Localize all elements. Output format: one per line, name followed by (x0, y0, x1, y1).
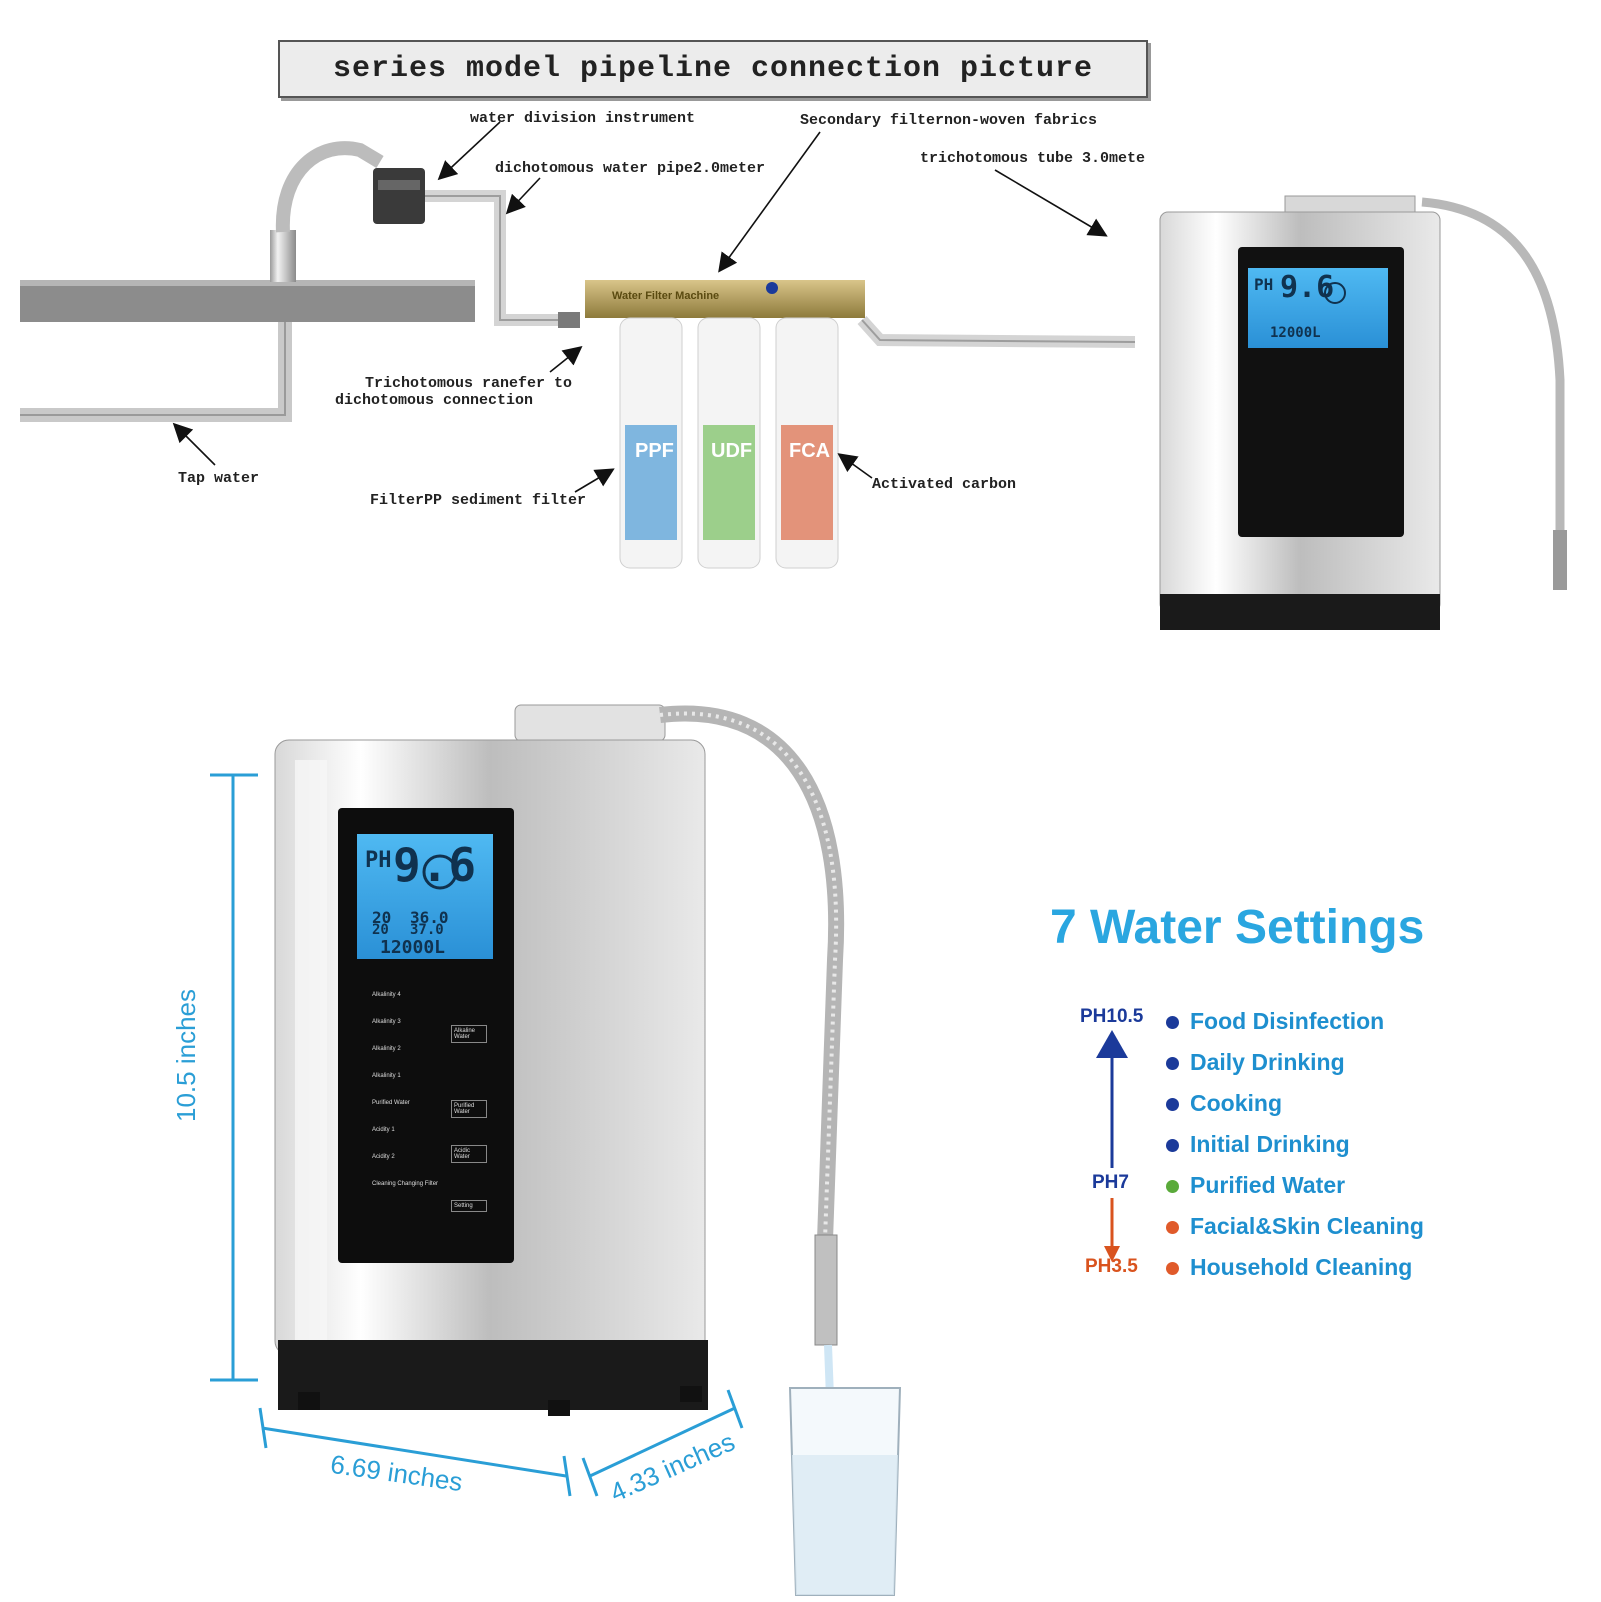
setting-dot (1166, 1139, 1179, 1152)
setting-dot (1166, 1262, 1179, 1275)
ionizer-small (1159, 195, 1567, 630)
side-button-alkaline[interactable]: Alkaline Water (451, 1025, 487, 1043)
lcd-temp: 20 (372, 908, 392, 927)
small-lcd-ph-value: 9.6 (1280, 270, 1335, 305)
lcd-ph-label: PH (365, 848, 392, 873)
settings-title: 7 Water Settings (1050, 901, 1425, 954)
trichotomous-tube (857, 315, 1136, 348)
menu-item[interactable]: Alkalinity 4 (372, 992, 401, 998)
setting-dot (1166, 1057, 1179, 1070)
setting-item: Household Cleaning (1190, 1254, 1413, 1280)
label-transfer-line1: Trichotomous ranefer to (365, 375, 573, 392)
setting-dot (1166, 1098, 1179, 1111)
setting-item: Daily Drinking (1190, 1049, 1345, 1075)
dimension-lines (210, 773, 744, 1497)
label-secondary-filter: Secondary filternon-woven fabrics (800, 112, 1098, 129)
ph-scale-arrows (1096, 1030, 1128, 1262)
label-activated-carbon: Activated carbon (872, 476, 1017, 493)
small-lcd-liters: 12000L (1270, 325, 1321, 341)
filter-brand-plate: Water Filter Machine (612, 290, 720, 302)
setting-item: Purified Water (1190, 1172, 1346, 1198)
device-menu: Alkalinity 4 Alkalinity 3 Alkalinity 2 A… (372, 992, 442, 1208)
side-button-setting[interactable]: Setting (451, 1200, 487, 1212)
faucet-hose (659, 705, 845, 1241)
cartridge-label-udf: UDF (711, 440, 753, 462)
side-button-purified[interactable]: Purified Water (451, 1100, 487, 1118)
menu-item[interactable]: Acidity 2 (372, 1154, 395, 1160)
menu-item[interactable]: Acidity 1 (372, 1127, 395, 1133)
cartridge-label-fca: FCA (789, 440, 831, 462)
setting-dot (1166, 1221, 1179, 1234)
tap-water-pipe (20, 322, 292, 422)
faucet (270, 141, 425, 282)
small-lcd-ph-label: PH (1254, 275, 1274, 294)
ionizer-large (274, 704, 708, 1416)
countertop (20, 280, 475, 322)
lcd-sub: 20 (372, 922, 389, 938)
ph-mid-label: PH7 (1092, 1172, 1129, 1193)
label-tap-water: Tap water (178, 470, 260, 487)
label-transfer-line2: dichotomous connection (335, 392, 534, 409)
setting-dot (1166, 1180, 1179, 1193)
menu-item[interactable]: Alkalinity 2 (372, 1046, 401, 1052)
lcd-orp: 36.0 (410, 908, 449, 927)
menu-item[interactable]: Purified Water (372, 1100, 410, 1106)
ph-high-label: PH10.5 (1080, 1006, 1144, 1027)
dimension-height: 10.5 inches (170, 989, 201, 1122)
water-glass (788, 1387, 902, 1596)
ph-low-label: PH3.5 (1085, 1256, 1138, 1277)
label-dichotomous-pipe: dichotomous water pipe2.0meter (495, 160, 766, 177)
setting-item: Initial Drinking (1190, 1131, 1350, 1157)
menu-item[interactable]: Alkalinity 1 (372, 1073, 401, 1079)
diagram-banner: series model pipeline connection picture (278, 40, 1148, 98)
lcd-liters: 12000L (380, 937, 446, 958)
callout-arrows (172, 121, 1108, 493)
setting-dot (1166, 1016, 1179, 1029)
lcd-sub2: 37.0 (410, 922, 444, 938)
side-button-acidic[interactable]: Acidic Water (451, 1145, 487, 1163)
setting-item: Food Disinfection (1190, 1008, 1385, 1034)
lcd-ph-value: 9.6 (393, 838, 477, 892)
label-trichotomous-tube: trichotomous tube 3.0mete (920, 150, 1146, 167)
banner-title: series model pipeline connection picture (332, 52, 1094, 86)
menu-item[interactable]: Cleaning Changing Filter (372, 1181, 439, 1187)
setting-item: Facial&Skin Cleaning (1190, 1213, 1424, 1239)
menu-item[interactable]: Alkalinity 3 (372, 1019, 401, 1025)
cartridge-label-ppf: PPF (635, 440, 674, 462)
label-pp-filter: FilterPP sediment filter (370, 492, 587, 509)
setting-item: Cooking (1190, 1090, 1282, 1116)
filter-head (585, 280, 865, 318)
label-water-division: water division instrument (470, 110, 696, 127)
filter-cartridges (619, 317, 839, 569)
